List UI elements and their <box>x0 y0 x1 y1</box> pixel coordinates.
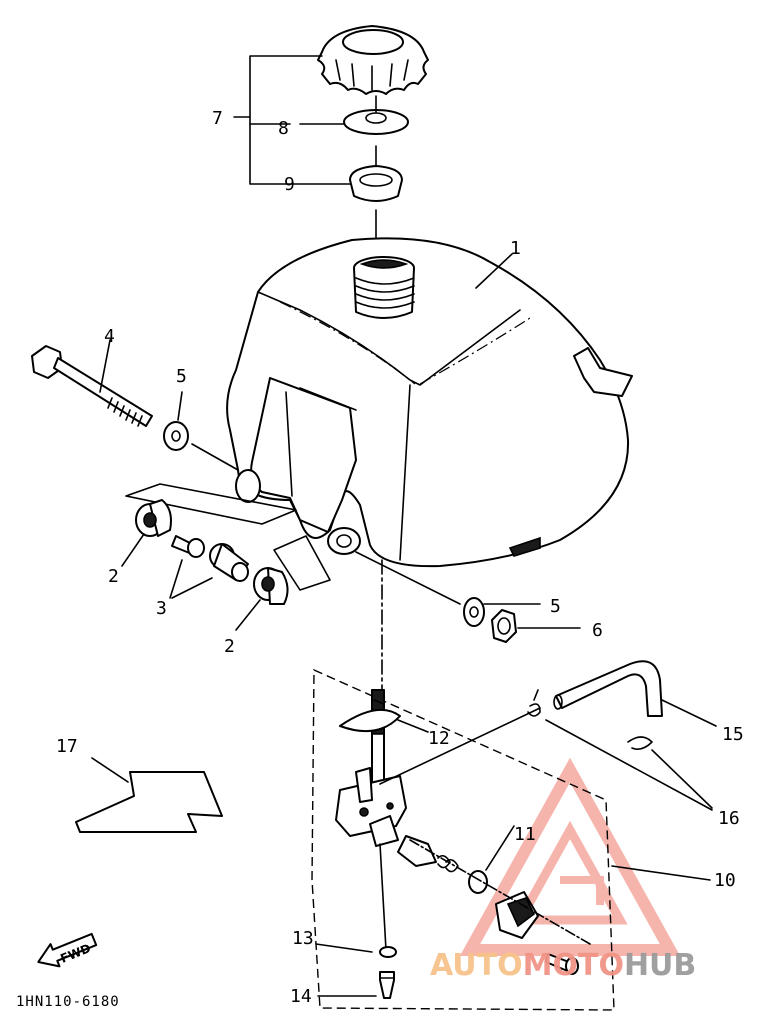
callout-16: 16 <box>718 808 740 829</box>
callout-4: 4 <box>104 326 115 347</box>
decal <box>75 757 223 833</box>
watermark-part-1: AUTO <box>430 948 523 983</box>
watermark-part-2: MOTO <box>523 948 624 983</box>
mount-bolt <box>31 339 153 427</box>
callout-8: 8 <box>278 118 289 139</box>
fwd-arrow-icon <box>37 932 98 968</box>
gas-cap-assembly <box>233 25 429 263</box>
callout-13: 13 <box>292 928 314 949</box>
callout-2-lower: 2 <box>224 636 235 657</box>
callout-15: 15 <box>722 724 744 745</box>
callout-2-upper: 2 <box>108 566 119 587</box>
watermark-part-3: HUB <box>624 948 696 983</box>
fuel-hose <box>527 660 717 811</box>
rubber-mounts <box>121 483 331 631</box>
cap-seal <box>349 165 403 202</box>
washer-left <box>163 391 239 471</box>
diagram-code: 1HN110-6180 <box>16 994 120 1010</box>
callout-7: 7 <box>212 108 223 129</box>
fuel-tank <box>226 237 633 568</box>
callout-10: 10 <box>714 870 736 891</box>
callout-17: 17 <box>56 736 78 757</box>
callout-9: 9 <box>284 174 295 195</box>
callout-11: 11 <box>514 824 536 845</box>
watermark-text: AUTOMOTOHUB <box>430 948 696 983</box>
callout-6: 6 <box>592 620 603 641</box>
watermark-logo <box>459 757 681 956</box>
washer-nut-right <box>355 551 581 643</box>
callout-3: 3 <box>156 598 167 619</box>
callout-14: 14 <box>290 986 312 1007</box>
fuel-cock-assembly <box>311 559 711 1011</box>
callout-5-left: 5 <box>176 366 187 387</box>
callout-12: 12 <box>428 728 450 749</box>
callout-5-right: 5 <box>550 596 561 617</box>
callout-1: 1 <box>510 238 521 259</box>
